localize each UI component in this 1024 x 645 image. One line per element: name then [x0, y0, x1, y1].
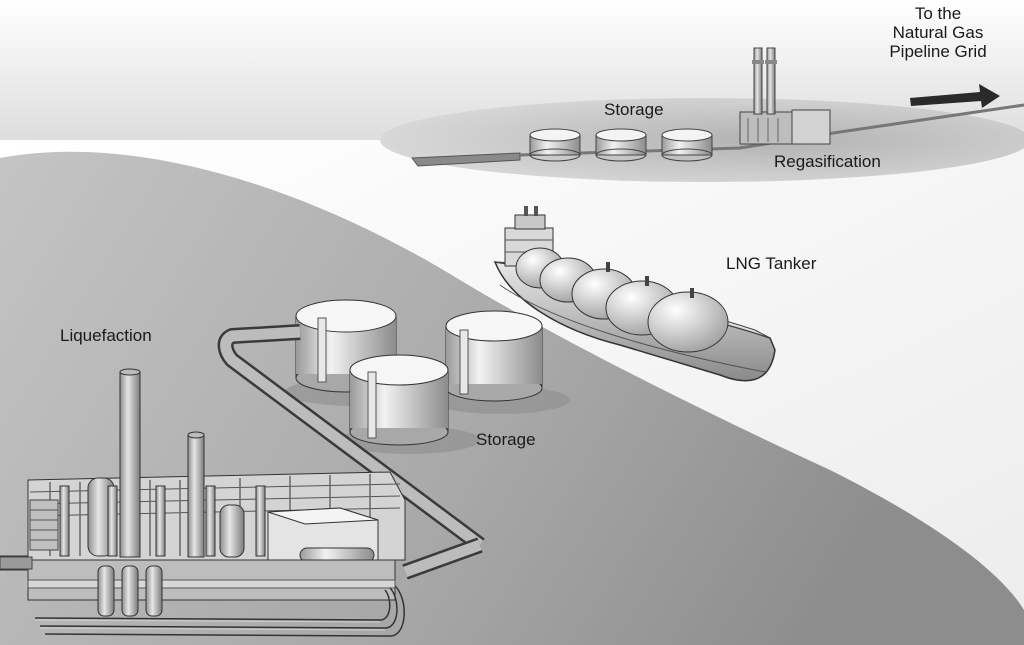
- tanker-label: LNG Tanker: [726, 254, 817, 273]
- destination-label-line-3: Pipeline Grid: [889, 42, 987, 61]
- export-storage-tanks: [285, 299, 570, 454]
- pipe-loop: [217, 324, 485, 580]
- lng-tanker: [493, 206, 776, 382]
- export-tank-3: [349, 354, 449, 446]
- export-storage-label: Storage: [476, 430, 536, 449]
- liquefaction-label: Liquefaction: [60, 326, 152, 345]
- export-tank-2: [445, 310, 543, 402]
- jetty: [411, 152, 521, 167]
- receiving-tank-3: [661, 128, 713, 162]
- plant-stack-tall: [119, 371, 141, 558]
- receiving-tank-2: [595, 128, 647, 162]
- receiving-tank-1: [529, 128, 581, 162]
- regasification-plant: [739, 47, 831, 145]
- export-tank-1: [295, 299, 397, 393]
- destination-label-line-1: To the: [914, 4, 962, 23]
- destination-label-line-2: Natural Gas: [892, 23, 984, 42]
- liquefaction-plant: [0, 368, 406, 637]
- destination-label: To the Natural Gas Pipeline Grid: [872, 4, 1004, 61]
- regas-stack-1: [753, 47, 763, 115]
- grid-arrow-icon: [910, 84, 1000, 108]
- tanker-dome-5: [647, 291, 729, 353]
- plant-stack-medium: [187, 434, 205, 558]
- receiving-terminal: [411, 47, 1024, 167]
- receiving-storage-label: Storage: [604, 100, 664, 119]
- regas-stack-2: [766, 47, 776, 115]
- regasification-label: Regasification: [774, 152, 881, 171]
